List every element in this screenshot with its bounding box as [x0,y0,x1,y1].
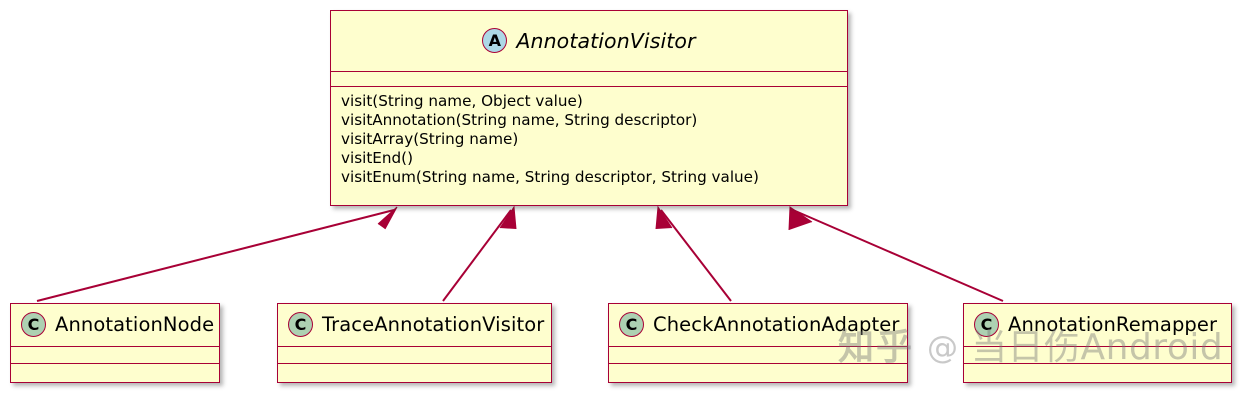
edge-annotationremapper-to-annotationvisitor [792,209,1004,302]
arrowhead-annotationremapper [788,206,813,231]
attributes-compartment-traceannotationvisitor [278,347,551,363]
watermark-at-symbol: @ [927,329,959,366]
attributes-compartment-checkannotationadapter [609,347,907,363]
class-header-annotationremapper: C AnnotationRemapper [964,304,1231,346]
methods-compartment-traceannotationvisitor [278,364,551,380]
attributes-compartment-annotationremapper [964,347,1231,363]
class-icon: C [619,312,644,337]
arrowhead-traceannotationvisitor [499,205,517,230]
method-item: visitEnd() [341,149,414,167]
class-name-annotationvisitor: AnnotationVisitor [516,28,696,53]
arrowhead-checkannotationadapter [655,205,673,230]
edge-annotationnode-to-annotationvisitor [36,209,395,302]
method-item: visitAnnotation(String name, String desc… [341,111,698,129]
attributes-compartment-annotationvisitor [331,72,847,86]
compartment-divider [278,346,551,347]
class-header-checkannotationadapter: C CheckAnnotationAdapter [609,304,907,346]
compartment-divider [331,71,847,72]
class-icon: C [288,312,313,337]
attributes-compartment-annotationnode [11,347,219,363]
class-box-annotationvisitor[interactable]: A AnnotationVisitor visit(String name, O… [330,10,848,206]
class-box-annotationremapper[interactable]: C AnnotationRemapper [963,303,1232,383]
compartment-divider [609,363,907,364]
class-box-traceannotationvisitor[interactable]: C TraceAnnotationVisitor [277,303,552,383]
class-header-traceannotationvisitor: C TraceAnnotationVisitor [278,304,551,346]
method-item: visitEnum(String name, String descriptor… [341,168,759,186]
arrowhead-annotationnode [377,206,398,230]
class-name-checkannotationadapter: CheckAnnotationAdapter [653,313,900,336]
abstract-class-icon: A [482,28,508,53]
compartment-divider [278,363,551,364]
class-name-annotationnode: AnnotationNode [55,313,215,336]
class-box-annotationnode[interactable]: C AnnotationNode [10,303,220,383]
compartment-divider [609,346,907,347]
edge-traceannotationvisitor-to-annotationvisitor [442,209,512,302]
compartment-divider [964,363,1231,364]
class-header-annotationvisitor: A AnnotationVisitor [331,11,847,71]
class-icon: C [974,312,999,337]
methods-compartment-annotationremapper [964,364,1231,380]
method-item: visit(String name, Object value) [341,92,583,110]
compartment-divider [964,346,1231,347]
class-name-traceannotationvisitor: TraceAnnotationVisitor [322,313,545,336]
edge-checkannotationadapter-to-annotationvisitor [660,209,732,302]
class-name-annotationremapper: AnnotationRemapper [1008,313,1218,336]
methods-compartment-annotationvisitor: visit(String name, Object value) visitAn… [331,87,847,202]
methods-compartment-annotationnode [11,364,219,380]
class-header-annotationnode: C AnnotationNode [11,304,219,346]
compartment-divider [11,346,219,347]
methods-compartment-checkannotationadapter [609,364,907,380]
class-box-checkannotationadapter[interactable]: C CheckAnnotationAdapter [608,303,908,383]
compartment-divider [11,363,219,364]
compartment-divider [331,86,847,87]
method-item: visitArray(String name) [341,130,519,148]
class-icon: C [21,312,46,337]
